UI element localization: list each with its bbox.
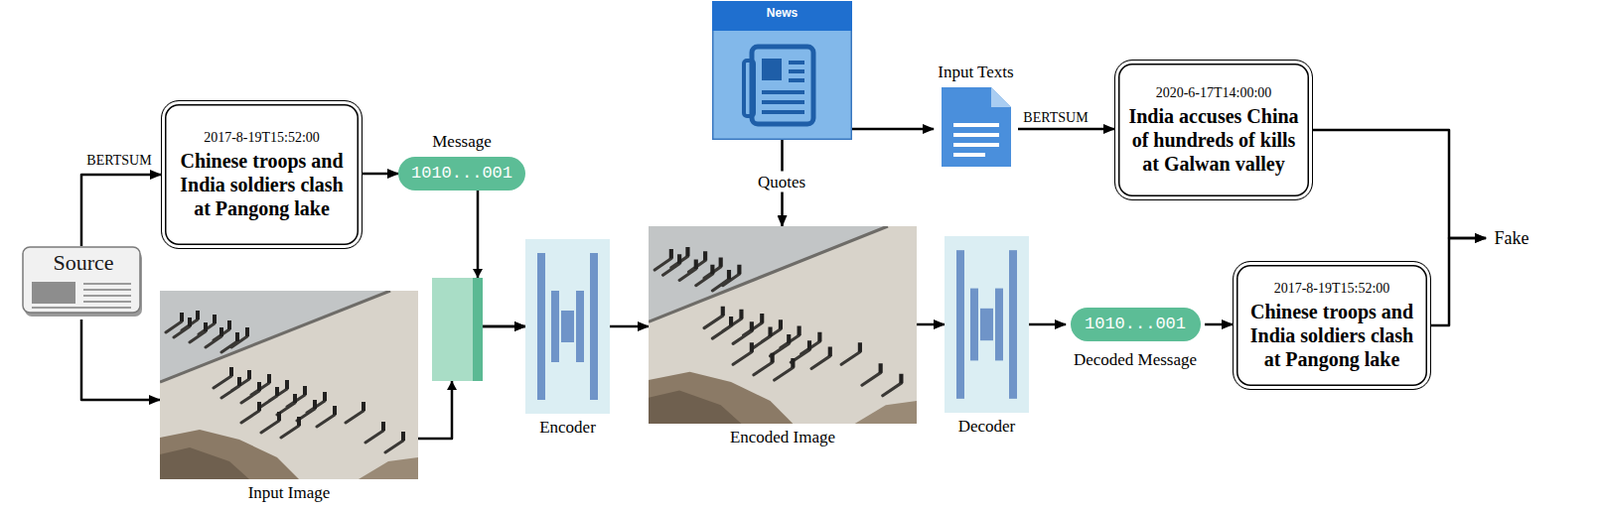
- network-glyph: [525, 239, 610, 415]
- photo: [159, 290, 419, 480]
- edge-label: Quotes: [755, 171, 808, 193]
- encoder-block: Encoder: [525, 239, 610, 438]
- date-text: 2020-6-17T14:00:00: [1156, 84, 1273, 103]
- document-icon: Input Texts: [933, 61, 1019, 167]
- summary-box: 2017-8-19T15:52:00Chinese troops and Ind…: [160, 100, 363, 250]
- message-pill: Message 1010...001: [398, 131, 526, 191]
- arrow-connector: [1312, 130, 1486, 239]
- arrow-connector: [852, 128, 934, 132]
- input-image: Input Image: [159, 290, 419, 504]
- document-glyph: [941, 87, 1012, 167]
- bit-string: 1010...001: [398, 156, 526, 191]
- date-text: 2017-8-19T15:52:00: [203, 129, 320, 147]
- headline-text: Chinese troops and India soldiers clash …: [1242, 299, 1422, 372]
- decoded-message: 1010...001Decoded Message: [1065, 307, 1205, 371]
- concat-light: [432, 278, 473, 382]
- arrowhead: [446, 381, 457, 391]
- arrow-connector: [1431, 238, 1486, 326]
- news-icon: News: [712, 0, 853, 141]
- summary-box: 2017-8-19T15:52:00Chinese troops and Ind…: [1232, 261, 1432, 391]
- image-caption: Encoded Image: [648, 427, 917, 448]
- news-glyph: [712, 0, 853, 141]
- photo-scene: [159, 290, 419, 480]
- icon-title: News: [712, 0, 853, 21]
- icon-caption: Input Texts: [933, 61, 1019, 83]
- arrow-connector: [1204, 323, 1233, 327]
- source-icon: Source: [21, 246, 146, 320]
- arrow-connector: [916, 323, 945, 327]
- result-label: Fake: [1485, 227, 1538, 250]
- arrowhead: [472, 269, 483, 279]
- concat-dark: [472, 278, 483, 382]
- arrow-connector: [477, 190, 526, 327]
- headline-text: Chinese troops and India soldiers clash …: [170, 148, 353, 221]
- bit-string: 1010...001: [1070, 307, 1201, 342]
- date-text: 2017-8-19T15:52:00: [1274, 280, 1391, 298]
- icon-title: Source: [21, 246, 146, 277]
- arrow-connector: [1028, 323, 1066, 327]
- block-caption: Encoder: [525, 417, 610, 438]
- arrow-connector: [1018, 128, 1115, 132]
- photo: [648, 226, 917, 425]
- result-text: Fake: [1485, 227, 1538, 250]
- edge-label: BERTSUM: [84, 151, 153, 169]
- arrow-connector: [362, 172, 399, 176]
- arrow-connector: [81, 319, 160, 401]
- headline-text: India accuses China of hundreds of kills…: [1124, 104, 1304, 176]
- encoded-image: Encoded Image: [648, 226, 917, 448]
- arrow-connector: [609, 325, 649, 329]
- photo-scene: [648, 226, 917, 425]
- block-caption: Decoder: [944, 416, 1029, 437]
- summary-box: 2020-6-17T14:00:00India accuses China of…: [1114, 59, 1313, 201]
- decoded-caption: Decoded Message: [1065, 349, 1205, 371]
- decoder-block: Decoder: [944, 236, 1029, 437]
- edge-label: BERTSUM: [1020, 109, 1090, 127]
- arrow-connector: [81, 174, 161, 247]
- network-glyph: [944, 236, 1029, 414]
- image-caption: Input Image: [159, 482, 419, 504]
- message-heading: Message: [398, 131, 526, 152]
